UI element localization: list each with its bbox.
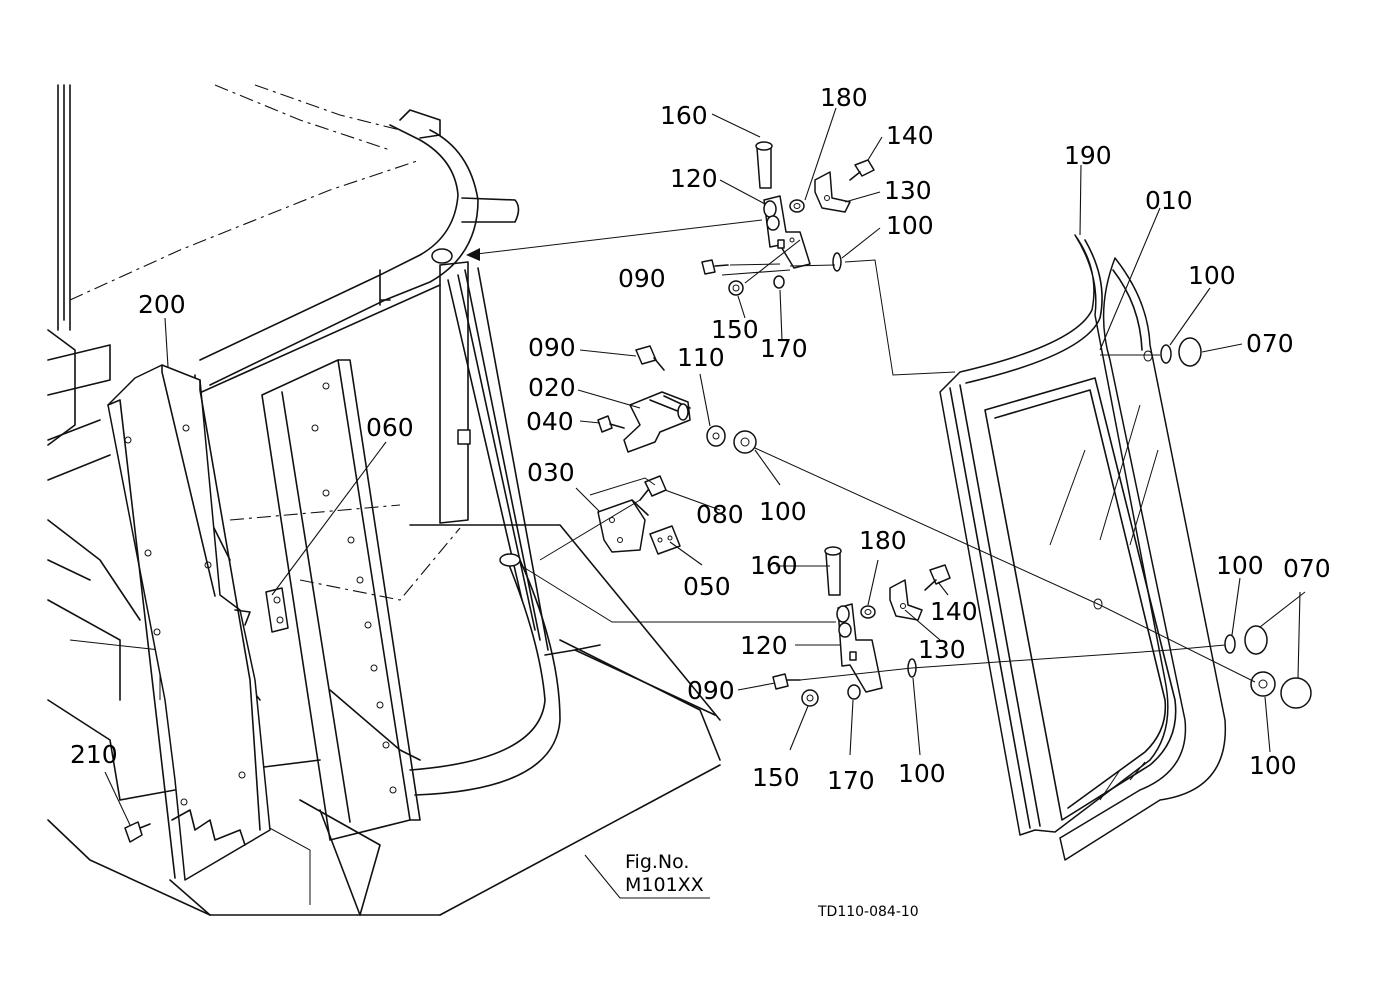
- callout-160-lower: 160: [750, 551, 798, 580]
- callout-100-lower: 100: [898, 759, 946, 788]
- callout-170-lower: 170: [827, 766, 875, 795]
- fig-label: Fig.No.: [625, 851, 689, 873]
- callout-130-upper: 130: [884, 176, 932, 205]
- figure-info: Fig.No. M101XX TD110-084-10: [625, 851, 919, 920]
- callout-190: 190: [1064, 141, 1112, 170]
- part-060-plate: [265, 587, 289, 633]
- callout-100-latch: 100: [759, 497, 807, 526]
- callout-010: 010: [1145, 186, 1193, 215]
- callout-090-upper: 090: [618, 264, 666, 293]
- callout-070-lower: 070: [1283, 554, 1331, 583]
- callout-200: 200: [138, 290, 186, 319]
- callout-090-lower: 090: [687, 676, 735, 705]
- callout-110: 110: [677, 343, 725, 372]
- callout-100-upper: 100: [886, 211, 934, 240]
- callout-180-upper: 180: [820, 83, 868, 112]
- callout-070-upper: 070: [1246, 329, 1294, 358]
- cab-frame: [47, 84, 721, 916]
- drawing-code: TD110-084-10: [817, 904, 919, 920]
- callout-060: 060: [366, 413, 414, 442]
- callout-160-upper: 160: [660, 101, 708, 130]
- callout-030: 030: [527, 458, 575, 487]
- callout-120-lower: 120: [740, 631, 788, 660]
- callout-040: 040: [526, 407, 574, 436]
- window-knobs: [1160, 337, 1312, 709]
- part-200-bracket: [107, 364, 271, 881]
- middle-latch: [589, 345, 757, 555]
- part-210-bolt: [124, 821, 151, 843]
- upper-hinge: [701, 141, 875, 296]
- callout-140-lower: 140: [930, 597, 978, 626]
- callout-120-upper: 120: [670, 164, 718, 193]
- callout-210: 210: [70, 740, 118, 769]
- fig-number: M101XX: [625, 874, 704, 896]
- callout-150-lower: 150: [752, 763, 800, 792]
- callout-170-upper: 170: [760, 334, 808, 363]
- callout-100-knob-upper: 100: [1188, 261, 1236, 290]
- callout-130-lower: 130: [918, 635, 966, 664]
- callout-100-bottom: 100: [1249, 751, 1297, 780]
- lower-hinge: [772, 546, 951, 707]
- callout-050: 050: [683, 572, 731, 601]
- callout-090-latch: 090: [528, 333, 576, 362]
- assembly-lines: [466, 219, 1256, 683]
- callout-100-knob-lower: 100: [1216, 551, 1264, 580]
- door-window: [939, 234, 1227, 861]
- callout-180-lower: 180: [859, 526, 907, 555]
- callout-150-upper: 150: [711, 315, 759, 344]
- callout-020: 020: [528, 373, 576, 402]
- callout-140-upper: 140: [886, 121, 934, 150]
- callout-labels: 160 180 140 120 130 100 090 150 170 190 …: [70, 83, 1331, 795]
- callout-080: 080: [696, 500, 744, 529]
- leader-lines: [104, 107, 1306, 899]
